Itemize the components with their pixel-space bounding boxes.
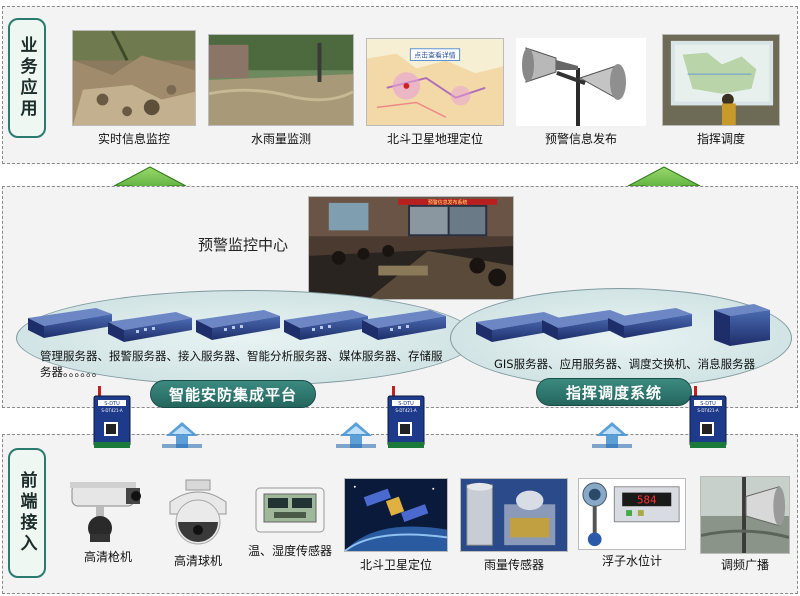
up-signal-arrow-1-icon [162,422,202,448]
beidou-satellite-photo [344,478,448,552]
rain-sensor-photo [460,478,568,552]
svg-text:S-DT421-A: S-DT421-A [697,408,718,413]
right-servers-description: GIS服务器、应用服务器、调度交换机、消息服务器 [494,357,756,371]
device-label-temp-humidity: 温、湿度传感器 [248,544,333,558]
float-water-level-gauge-photo: 584 [578,478,686,550]
right-server-rack-icons [476,304,770,346]
svg-text:S-DTU: S-DTU [398,401,414,407]
svg-text:S-DT421-A: S-DT421-A [101,408,122,413]
app-label-command-dispatch: 指挥调度 [696,132,745,146]
dtu-gateway-1-icon: S-DTU S-DT421-A [93,386,131,448]
monitoring-center-banner: 预警信息发布系统 [428,199,468,206]
monitoring-center-photo: 预警信息发布系统 [308,196,514,300]
left-server-rack-icons [28,308,446,342]
left-platform-ellipse [16,290,476,386]
app-label-realtime-monitoring: 实时信息监控 [97,132,170,146]
device-label-bullet-camera: 高清枪机 [83,550,132,564]
map-photo: 点击查看详情 [366,38,504,126]
landslide-photo [72,30,196,126]
svg-text:S-DT421-A: S-DT421-A [395,408,416,413]
dtu-gateway-2-icon: S-DTU S-DT421-A [387,386,425,448]
up-signal-arrow-3-icon [592,422,632,448]
app-label-beidou-location: 北斗卫星地理定位 [386,132,483,146]
water-level-readout: 584 [637,493,656,506]
app-label-warning-publish: 预警信息发布 [544,132,617,146]
map-callout-text: 点击查看详情 [414,51,455,60]
application-tier-label: 业务应用 [8,18,46,138]
integrated-security-platform-label: 智能安防集成平台 [150,380,316,408]
device-label-beidou: 北斗卫星定位 [359,558,432,572]
monitoring-center-title: 预警监控中心 [198,236,289,254]
up-signal-arrow-2-icon [336,422,376,448]
presentation-photo [662,34,780,126]
temperature-humidity-sensor-icon [255,487,325,533]
access-tier-label: 前端接入 [8,448,46,578]
device-label-water-level: 浮子水位计 [601,554,662,568]
device-label-fm-broadcast: 调频广播 [720,558,769,572]
left-servers-description: 管理服务器、报警服务器、接入服务器、智能分析服务器、媒体服务器、存储服务器。。。… [40,349,443,379]
device-label-dome-camera: 高清球机 [173,554,222,568]
dome-camera-icon [169,479,227,545]
svg-text:S-DTU: S-DTU [700,401,716,407]
command-dispatch-system-label: 指挥调度系统 [536,378,692,406]
svg-text:S-DTU: S-DTU [104,401,120,407]
loudspeaker-photo [516,38,646,126]
dtu-gateway-3-icon: S-DTU S-DT421-A [689,386,727,448]
device-label-rain-sensor: 雨量传感器 [483,558,544,572]
fm-broadcast-photo [700,476,790,554]
app-label-water-rain: 水雨量监测 [250,132,311,146]
bullet-camera-icon [70,482,141,542]
flood-river-photo [208,34,354,126]
